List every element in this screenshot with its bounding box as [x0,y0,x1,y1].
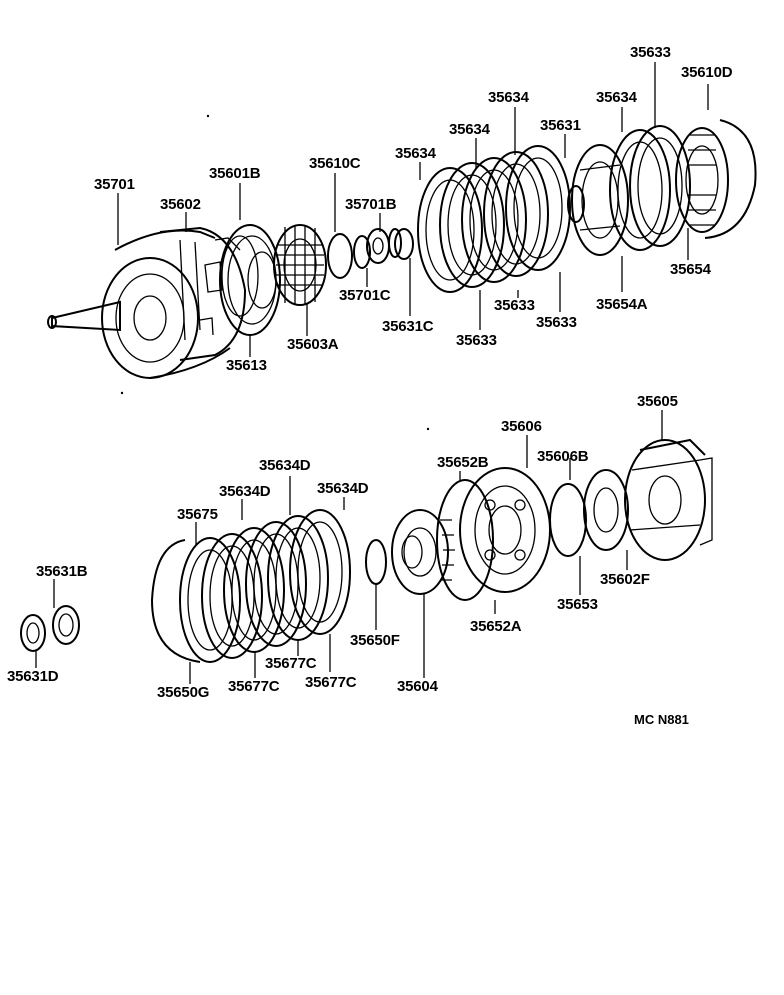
carrier-35652A [436,467,551,601]
label-35677C-c: 35677C [305,674,357,691]
diagram-code: MC N881 [634,712,689,727]
label-35701: 35701 [94,176,135,193]
speck [120,391,124,395]
label-35634-c: 35634 [488,89,529,106]
leader-lines-top [117,62,709,357]
bearing-35631B [52,605,80,645]
label-35633-b: 35633 [536,314,577,331]
piston-35601B [219,224,281,336]
label-35631D: 35631D [7,668,59,685]
hub-35604 [391,509,455,595]
label-35631B: 35631B [36,563,88,580]
drum-35602 [159,226,247,361]
label-35610C: 35610C [309,155,361,172]
label-35633-c: 35633 [456,332,497,349]
clutch-pack-right [609,125,691,251]
label-35603A: 35603A [287,336,339,353]
oneway-clutch-35603A [273,224,327,306]
washer-35631C [394,228,414,260]
label-35610D: 35610D [681,64,733,81]
snap-ring-35650G [150,539,201,663]
label-35631: 35631 [540,117,581,134]
label-35633-top: 35633 [630,44,671,61]
label-35602F: 35602F [600,571,650,588]
label-35633-a: 35633 [494,297,535,314]
label-35654: 35654 [670,261,711,278]
drum-35605 [624,438,713,561]
label-35634-b: 35634 [449,121,490,138]
snap-ring-35610D [704,119,757,239]
label-35675: 35675 [177,506,218,523]
speck [206,114,210,118]
label-35634-d: 35634 [596,89,637,106]
label-35634D-a: 35634D [259,457,311,474]
label-35701B: 35701B [345,196,397,213]
label-35631C: 35631C [382,318,434,335]
leader-lines-bottom [35,410,663,684]
washer-35653 [549,483,587,557]
label-35677C-b: 35677C [265,655,317,672]
label-35634-a: 35634 [395,145,436,162]
label-35650G: 35650G [157,684,210,701]
hub-35654 [675,127,729,233]
seal-35613 [247,251,277,309]
label-35634D-c: 35634D [317,480,369,497]
snap-ring-35650F [365,539,387,585]
label-35677C-a: 35677C [228,678,280,695]
label-35652B: 35652B [437,454,489,471]
label-35654A: 35654A [596,296,648,313]
label-35653: 35653 [557,596,598,613]
label-35601B: 35601B [209,165,261,182]
snap-ring-35610C [327,233,353,279]
label-35606B: 35606B [537,448,589,465]
clutch-pack-bottom [179,509,351,663]
label-35650F: 35650F [350,632,400,649]
label-35613: 35613 [226,357,267,374]
label-35634D-b: 35634D [219,483,271,500]
clutch-pack-top [417,145,571,293]
label-35701C: 35701C [339,287,391,304]
speck [426,427,430,431]
label-35606: 35606 [501,418,542,435]
ring-gear-35602F [583,469,629,551]
label-35602: 35602 [160,196,201,213]
label-35605: 35605 [637,393,678,410]
washer-35631D [20,614,46,652]
bearing-35701B [353,228,402,269]
label-35604: 35604 [397,678,438,695]
label-35652A: 35652A [470,618,522,635]
